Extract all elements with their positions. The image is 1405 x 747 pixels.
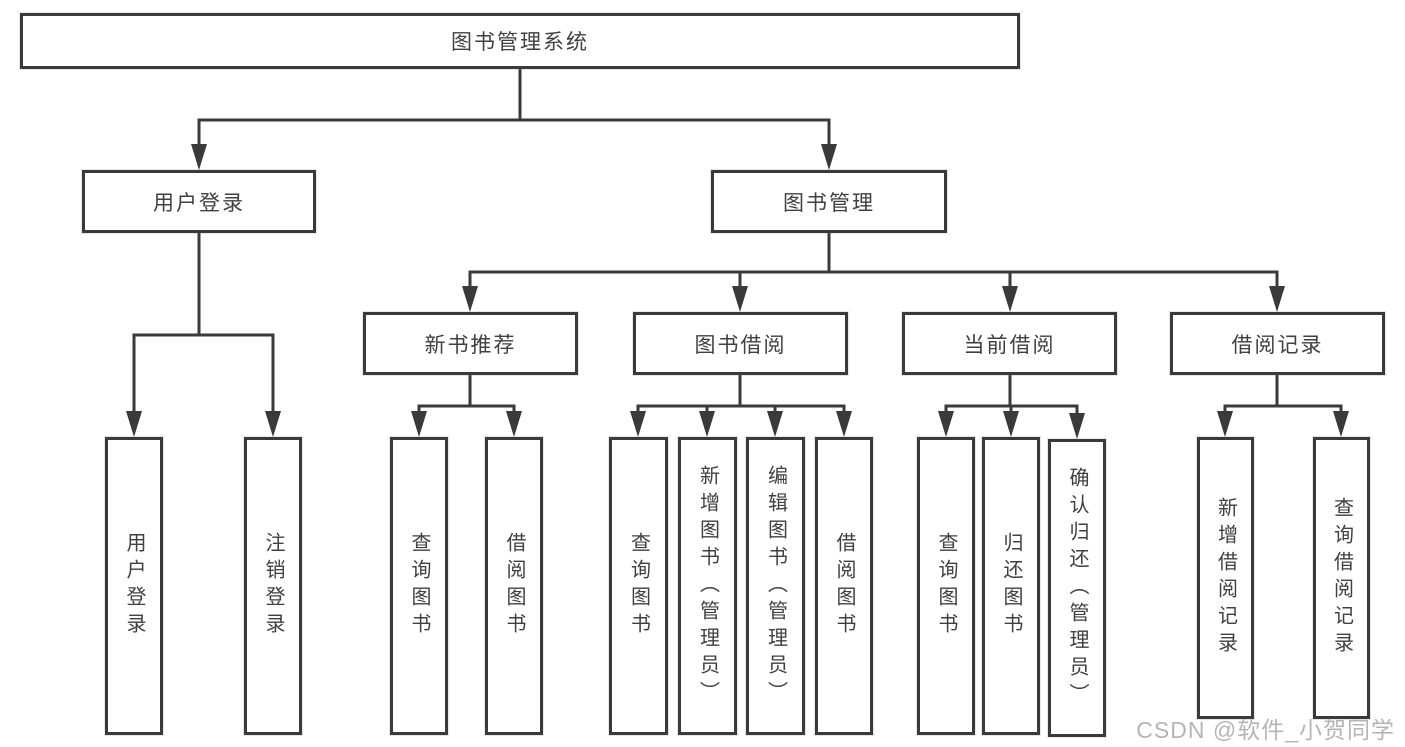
node-label: 查询图书 [627,532,650,640]
node-label: 当前借阅 [963,333,1056,357]
csdn-watermark: CSDN @软件_小贺同学 [1136,717,1395,743]
leaf-newbooks-borrow-books: 借阅图书 [485,437,543,735]
leaf-borrowing-query-books: 查询图书 [609,437,668,735]
node-label: 新书推荐 [424,333,517,357]
node-label: 查询借阅记录 [1330,497,1353,659]
node-label: 用户登录 [123,532,145,640]
arrowhead [1002,286,1018,312]
node-new-book-recommend: 新书推荐 [363,312,578,375]
arrowhead [767,411,783,437]
node-label: 图书管理系统 [451,31,589,54]
leaf-current-query-books: 查询图书 [917,437,975,735]
node-book-borrowing: 图书借阅 [633,312,848,375]
arrowhead [630,411,646,437]
arrowhead [836,411,852,437]
node-label: 查询图书 [408,532,430,640]
node-label: 图书管理 [783,191,875,215]
arrowhead [191,144,207,170]
node-label: 归还图书 [1000,532,1022,640]
arrowhead [732,286,748,312]
arrowhead [1217,411,1233,437]
leaf-current-return-books: 归还图书 [982,437,1040,735]
node-book-management: 图书管理 [711,170,947,233]
leaf-records-add-record: 新增借阅记录 [1197,437,1254,719]
node-label: 图书借阅 [694,333,787,357]
node-root: 图书管理系统 [20,13,1020,69]
arrowhead [265,411,281,437]
arrowhead [1333,411,1349,437]
node-label: 新增图书（管理员） [696,464,719,708]
node-label: 确认归还（管理员） [1066,466,1088,710]
node-borrowing-records: 借阅记录 [1170,312,1385,375]
arrowhead [1269,286,1285,312]
arrowhead [821,144,837,170]
node-user-login: 用户登录 [82,170,316,233]
node-current-borrowing: 当前借阅 [902,312,1117,375]
leaf-borrowing-add-books-admin: 新增图书（管理员） [678,437,737,735]
arrowhead [699,411,715,437]
leaf-newbooks-query-books: 查询图书 [390,437,448,735]
leaf-borrowing-edit-books-admin: 编辑图书（管理员） [746,437,805,735]
node-label: 查询图书 [935,532,957,640]
leaf-logout: 注销登录 [244,437,302,735]
arrowhead [411,411,427,437]
node-label: 编辑图书（管理员） [764,464,787,708]
node-label: 借阅记录 [1231,333,1324,357]
node-label: 借阅图书 [503,532,525,640]
arrowhead [462,286,478,312]
node-label: 用户登录 [153,191,245,215]
arrowhead [506,411,522,437]
node-label: 新增借阅记录 [1214,497,1237,659]
arrowhead [1003,411,1019,437]
leaf-borrowing-borrow-books: 借阅图书 [815,437,873,735]
leaf-records-query-record: 查询借阅记录 [1313,437,1370,719]
node-label: 借阅图书 [833,532,855,640]
arrowhead [126,411,142,437]
leaf-user-login: 用户登录 [105,437,163,735]
node-label: 注销登录 [262,532,284,640]
arrowhead [938,411,954,437]
arrowhead [1069,413,1085,439]
leaf-current-confirm-return-admin: 确认归还（管理员） [1048,439,1106,737]
